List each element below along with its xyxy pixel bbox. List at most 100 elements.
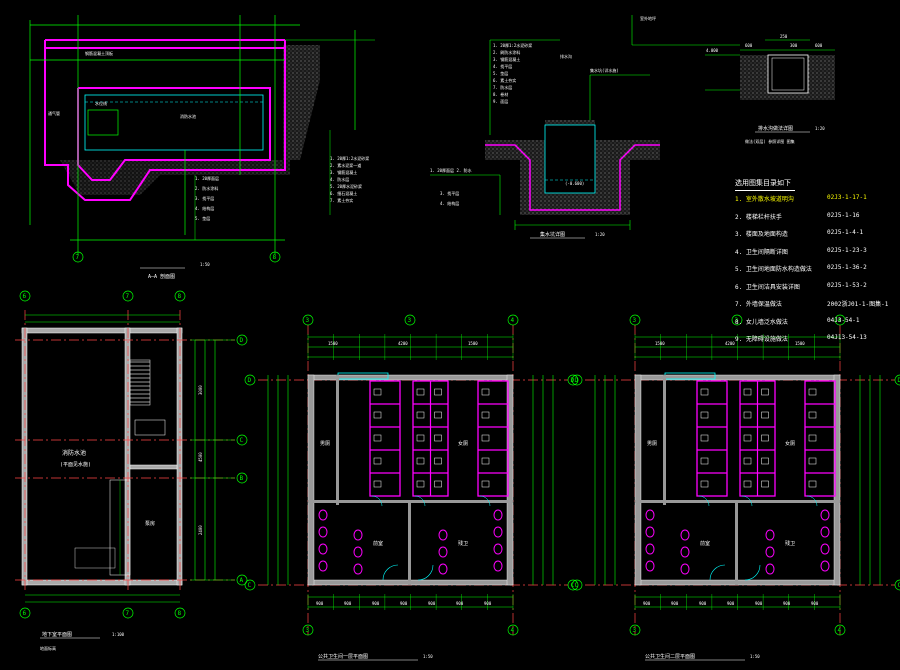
toilet-dim-bottom: 900 xyxy=(671,601,679,606)
door-swing xyxy=(698,495,710,507)
basement-pump-room: 泵房 xyxy=(145,520,155,527)
axis-bubble xyxy=(629,624,641,636)
axis-label: 3 xyxy=(408,317,412,324)
legend-item-code: 02J5-1-16 xyxy=(827,211,860,219)
tank-axis-7: 7 xyxy=(76,254,80,261)
toilet-fixture xyxy=(416,480,425,488)
toilet-fixture xyxy=(481,434,490,442)
room-label: 残卫 xyxy=(785,540,795,547)
door-swing xyxy=(479,495,491,507)
urinal xyxy=(645,560,655,572)
svg-text:4. 结构层: 4. 结构层 xyxy=(195,205,214,211)
tank-section-subtitle: A—A 剖面图 xyxy=(148,273,175,280)
axis-label: C xyxy=(248,582,252,589)
svg-text:6. 细石混凝土: 6. 细石混凝土 xyxy=(330,190,357,196)
cubicle-bank xyxy=(696,380,728,497)
svg-text:600: 600 xyxy=(745,43,753,48)
svg-text:600: 600 xyxy=(815,43,823,48)
basin xyxy=(438,546,448,558)
basement-axis-bottom-7: 7 xyxy=(126,610,130,617)
basement-axis-top-7: 7 xyxy=(126,293,130,300)
drain-detail-scale: 1:20 xyxy=(815,126,825,131)
svg-text:2. 素水泥浆一道: 2. 素水泥浆一道 xyxy=(330,162,361,168)
legend-item-text: 5. 卫生间地面防水构造做法 xyxy=(735,266,812,273)
legend-item: 2. 楼梯栏杆扶手 02J5-1-16 xyxy=(735,212,888,230)
svg-text:7. 防水层: 7. 防水层 xyxy=(493,84,512,90)
toilet-fixture xyxy=(481,457,490,465)
legend-item-code: 02J5-1-4-1 xyxy=(827,229,864,236)
urinal xyxy=(645,526,655,538)
toilet-fixture xyxy=(761,411,769,419)
urinal xyxy=(493,509,503,521)
svg-text:排水沟: 排水沟 xyxy=(560,53,572,59)
door-swing xyxy=(382,564,399,581)
svg-text:4.000: 4.000 xyxy=(706,48,719,53)
legend-item-text: 2. 楼梯栏杆扶手 xyxy=(735,213,782,221)
axis-label: C xyxy=(571,582,575,589)
legend-item-text: 3. 楼面及地面构造 xyxy=(735,231,788,238)
basement-plan-view: 6 7 8 6 7 8 D C B A 3000 4500 2400 消防水池 … xyxy=(15,290,248,651)
door-swing xyxy=(741,495,753,507)
toilet-dim-top: 4200 xyxy=(725,341,735,346)
svg-text:室外地坪: 室外地坪 xyxy=(640,15,656,21)
legend-item-text: 7. 外墙保温做法 xyxy=(735,301,782,308)
toilet-dim-bottom: 900 xyxy=(699,601,707,606)
legend-item-code: 02J3-1-17-1 xyxy=(827,194,867,201)
door-swing xyxy=(709,564,726,581)
toilet-fixture xyxy=(761,434,769,442)
toilet-fixture xyxy=(808,434,817,442)
svg-text:3. 找平层: 3. 找平层 xyxy=(440,190,459,196)
basement-dim-side-3: 2400 xyxy=(198,525,203,535)
legend-item-code: 04J13-54-13 xyxy=(827,334,867,341)
toilet-fixture xyxy=(743,411,752,419)
toilet-fixture xyxy=(416,411,425,419)
urinal xyxy=(318,560,328,572)
wall xyxy=(307,374,315,586)
drain-detail-note: 做法(双层) 参照详图 图集 xyxy=(745,138,795,144)
basement-axis-B: B xyxy=(240,475,244,482)
room-label: 女厕 xyxy=(785,440,795,447)
pit-section-title: 集水坑详图 xyxy=(540,231,565,238)
tank-axis-8: 8 xyxy=(273,254,277,261)
basement-axis-D: D xyxy=(240,337,244,344)
toilet-fixture xyxy=(743,457,752,465)
tank-section-view: 1. 20厚1:2水泥砂浆 2. 素水泥浆一道 3. 钢筋混凝土 4. 防水层 … xyxy=(29,15,375,280)
toilet-dim-top: 1500 xyxy=(468,341,478,346)
toilet-plan-scale: 1:50 xyxy=(750,654,760,659)
axis-bubble xyxy=(834,624,846,636)
axis-bubble xyxy=(404,314,416,326)
axis-bubble xyxy=(302,624,314,636)
cubicle-bank xyxy=(477,380,509,497)
axis-bubble xyxy=(244,374,256,386)
svg-text:钢筋混凝土顶板: 钢筋混凝土顶板 xyxy=(85,50,113,56)
svg-text:5. 垫层: 5. 垫层 xyxy=(493,70,508,76)
axis-bubble xyxy=(894,579,900,591)
toilet-fixture xyxy=(373,434,382,442)
svg-text:7. 素土夯实: 7. 素土夯实 xyxy=(330,197,353,203)
legend-item-text: 8. 女儿墙泛水做法 xyxy=(735,318,788,326)
toilet-fixture xyxy=(434,457,442,465)
svg-text:3. 钢筋混凝土: 3. 钢筋混凝土 xyxy=(330,169,357,175)
legend-item: 3. 楼面及地面构造 02J5-1-4-1 xyxy=(735,229,888,247)
drain-detail-view: 4.000 600 300 600 250 室外地坪 排水沟做法详图 1:20 … xyxy=(631,15,835,144)
wall xyxy=(634,374,642,586)
toilet-dim-bottom: 900 xyxy=(484,601,492,606)
svg-text:5. 垫层: 5. 垫层 xyxy=(195,215,210,221)
basement-room-sub: (平面见水施) xyxy=(60,461,91,468)
basement-axis-bottom-6: 6 xyxy=(23,610,27,617)
toilet-dim-bottom: 900 xyxy=(727,601,735,606)
basement-plan-title: 地下室平面图 xyxy=(42,631,72,638)
toilet-fixture xyxy=(700,480,709,488)
wall xyxy=(506,374,514,586)
tank-section-scale: 1:50 xyxy=(200,262,210,267)
toilet-dim-top: 4200 xyxy=(398,341,408,346)
axis-label: 3 xyxy=(633,627,637,634)
toilet-fixture xyxy=(373,480,382,488)
svg-text:9. 面层: 9. 面层 xyxy=(493,98,508,104)
axis-label: D xyxy=(248,377,252,384)
toilet-fixture xyxy=(373,457,382,465)
axis-label: D xyxy=(575,377,579,384)
svg-text:5. 20厚水泥砂浆: 5. 20厚水泥砂浆 xyxy=(330,183,362,189)
